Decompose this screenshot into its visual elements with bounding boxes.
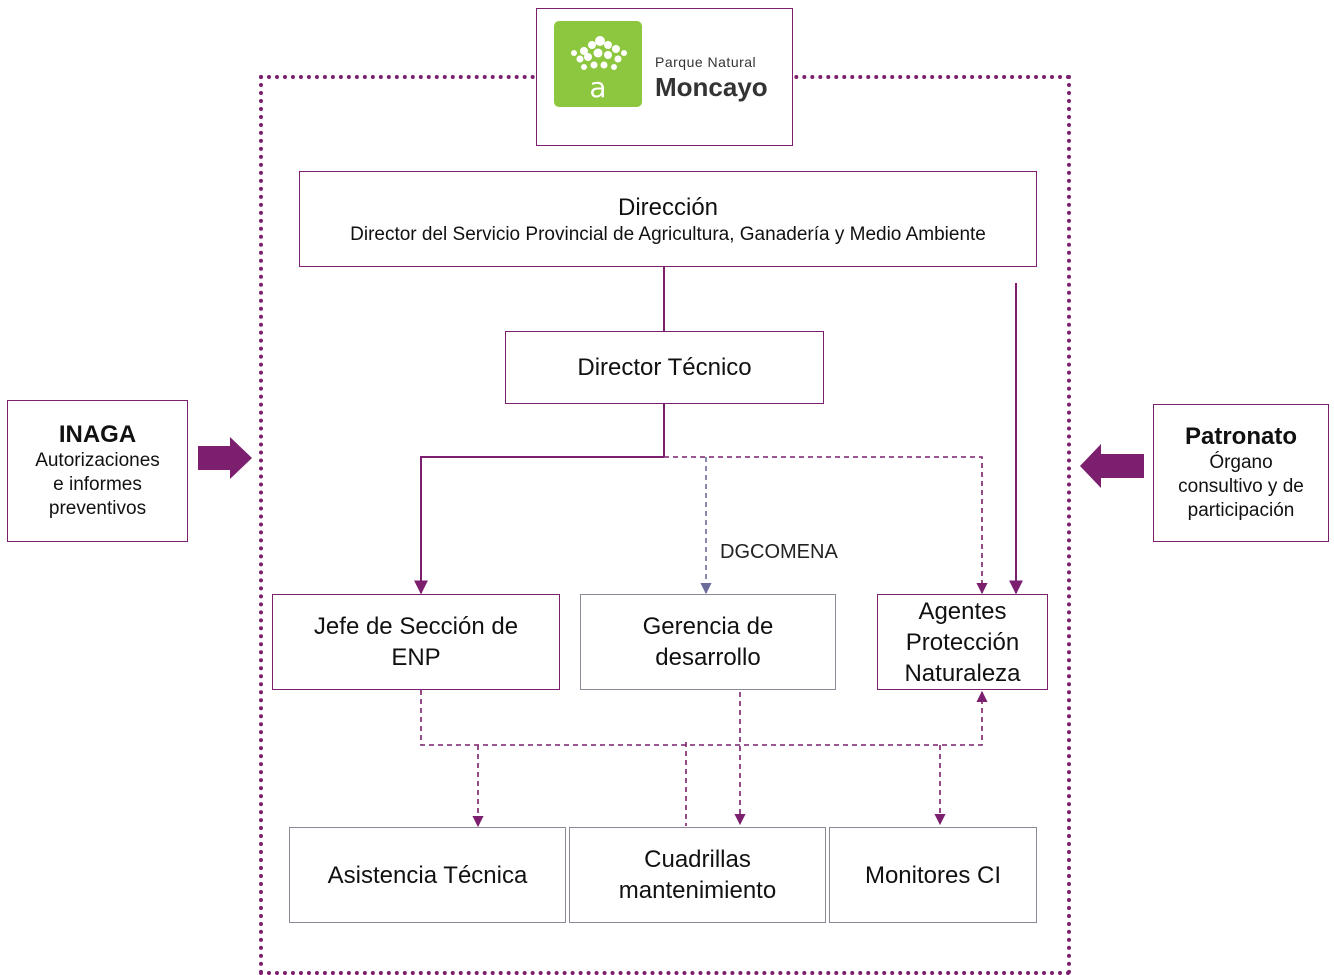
logo-subtitle: Parque Natural (655, 54, 757, 70)
tree-icon: a (571, 36, 627, 104)
director-tecnico-title: Director Técnico (577, 354, 752, 381)
direccion-detail: Director del Servicio Provincial de Agri… (350, 223, 986, 245)
inaga-line3: preventivos (48, 498, 147, 519)
direccion-box: Dirección Director del Servicio Provinci… (299, 171, 1037, 267)
cuadrillas-line1: Cuadrillas (644, 846, 751, 873)
asistencia-title: Asistencia Técnica (327, 861, 528, 889)
inaga-line2: e informes (53, 474, 142, 495)
dashed-to-agentes (664, 456, 988, 595)
gerencia-box: Gerencia de desarrollo (580, 594, 836, 690)
patronato-line3: participación (1187, 500, 1295, 521)
director-tecnico-box: Director Técnico (505, 331, 824, 404)
line-to-jefe (414, 456, 664, 595)
patronato-box: Patronato Órgano consultivo y de partici… (1153, 404, 1329, 542)
gerencia-line2: desarrollo (655, 644, 761, 671)
asistencia-box: Asistencia Técnica (289, 827, 566, 923)
dgcomena-label: DGCOMENA (720, 541, 838, 563)
patronato-line1: Órgano (1209, 452, 1273, 473)
agentes-box: Agentes Protección Naturaleza (877, 594, 1048, 690)
gerencia-line1: Gerencia de (642, 613, 774, 640)
dashed-bus (420, 690, 988, 746)
arrow-patronato-to-park (1080, 444, 1144, 488)
inaga-title: INAGA (58, 421, 137, 448)
agentes-line1: Agentes (918, 597, 1007, 625)
patronato-line2: consultivo y de (1178, 476, 1304, 497)
jefe-seccion-line2: ENP (391, 644, 441, 671)
logo-name: Moncayo (655, 72, 768, 102)
park-logo: a (554, 21, 642, 107)
cuadrillas-box: Cuadrillas mantenimiento (569, 827, 826, 923)
arrow-inaga-to-park (198, 437, 252, 479)
svg-text:a: a (589, 71, 606, 104)
inaga-box: INAGA Autorizaciones e informes preventi… (7, 400, 188, 542)
agentes-line3: Naturaleza (904, 659, 1021, 687)
monitores-box: Monitores CI (829, 827, 1037, 923)
jefe-seccion-box: Jefe de Sección de ENP (272, 594, 560, 690)
monitores-title: Monitores CI (864, 861, 1002, 889)
cuadrillas-line2: mantenimiento (618, 877, 777, 904)
agentes-line2: Protección (905, 628, 1020, 656)
jefe-seccion-line1: Jefe de Sección de (313, 613, 519, 640)
inaga-line1: Autorizaciones (35, 450, 160, 471)
direccion-title: Dirección (617, 193, 719, 221)
patronato-title: Patronato (1184, 423, 1297, 450)
